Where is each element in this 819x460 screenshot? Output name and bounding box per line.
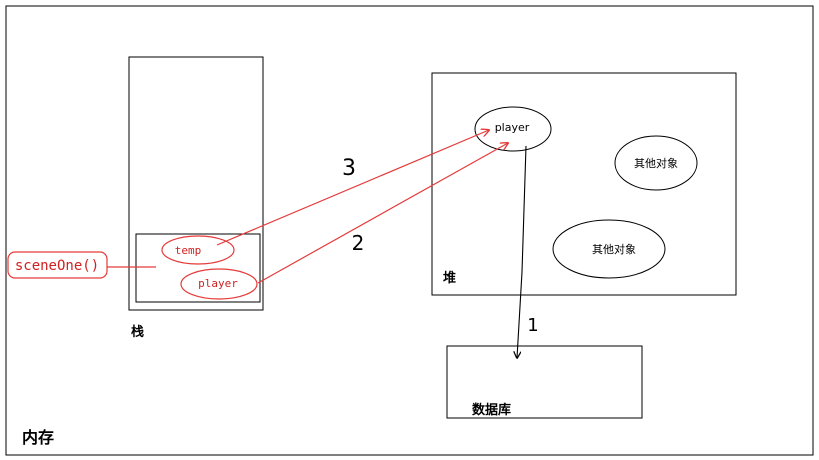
- heap-object-other-2-label: 其他对象: [592, 242, 636, 256]
- reference-arrow-temp: [216, 130, 489, 246]
- stack-region: [128, 56, 264, 311]
- step-3: 3: [342, 156, 356, 181]
- method-label: sceneOne(): [15, 258, 99, 274]
- heap-object-other-1-label: 其他对象: [634, 156, 678, 170]
- var-player-ellipse: [180, 268, 258, 300]
- method-label-box: [7, 251, 108, 279]
- database-label: 数据库: [472, 402, 511, 418]
- heap-region: [431, 72, 737, 296]
- heap-object-player: [474, 106, 552, 152]
- memory-region: [5, 5, 814, 456]
- heap-object-player-label: player: [495, 121, 530, 134]
- step-1: 1: [527, 315, 538, 336]
- reference-arrow-player: [257, 143, 508, 284]
- var-temp-label: temp: [175, 244, 202, 257]
- persist-arrow: [517, 145, 527, 358]
- database-region: [446, 345, 643, 419]
- heap-object-other-2: [552, 219, 666, 279]
- stack-label: 栈: [131, 324, 144, 340]
- var-temp-ellipse: [161, 235, 235, 265]
- heap-object-other-1: [614, 135, 698, 191]
- var-player-label: player: [198, 277, 238, 290]
- heap-label: 堆: [443, 270, 456, 286]
- stack-frame: [135, 233, 261, 303]
- step-2: 2: [352, 231, 365, 255]
- memory-label: 内存: [22, 428, 54, 447]
